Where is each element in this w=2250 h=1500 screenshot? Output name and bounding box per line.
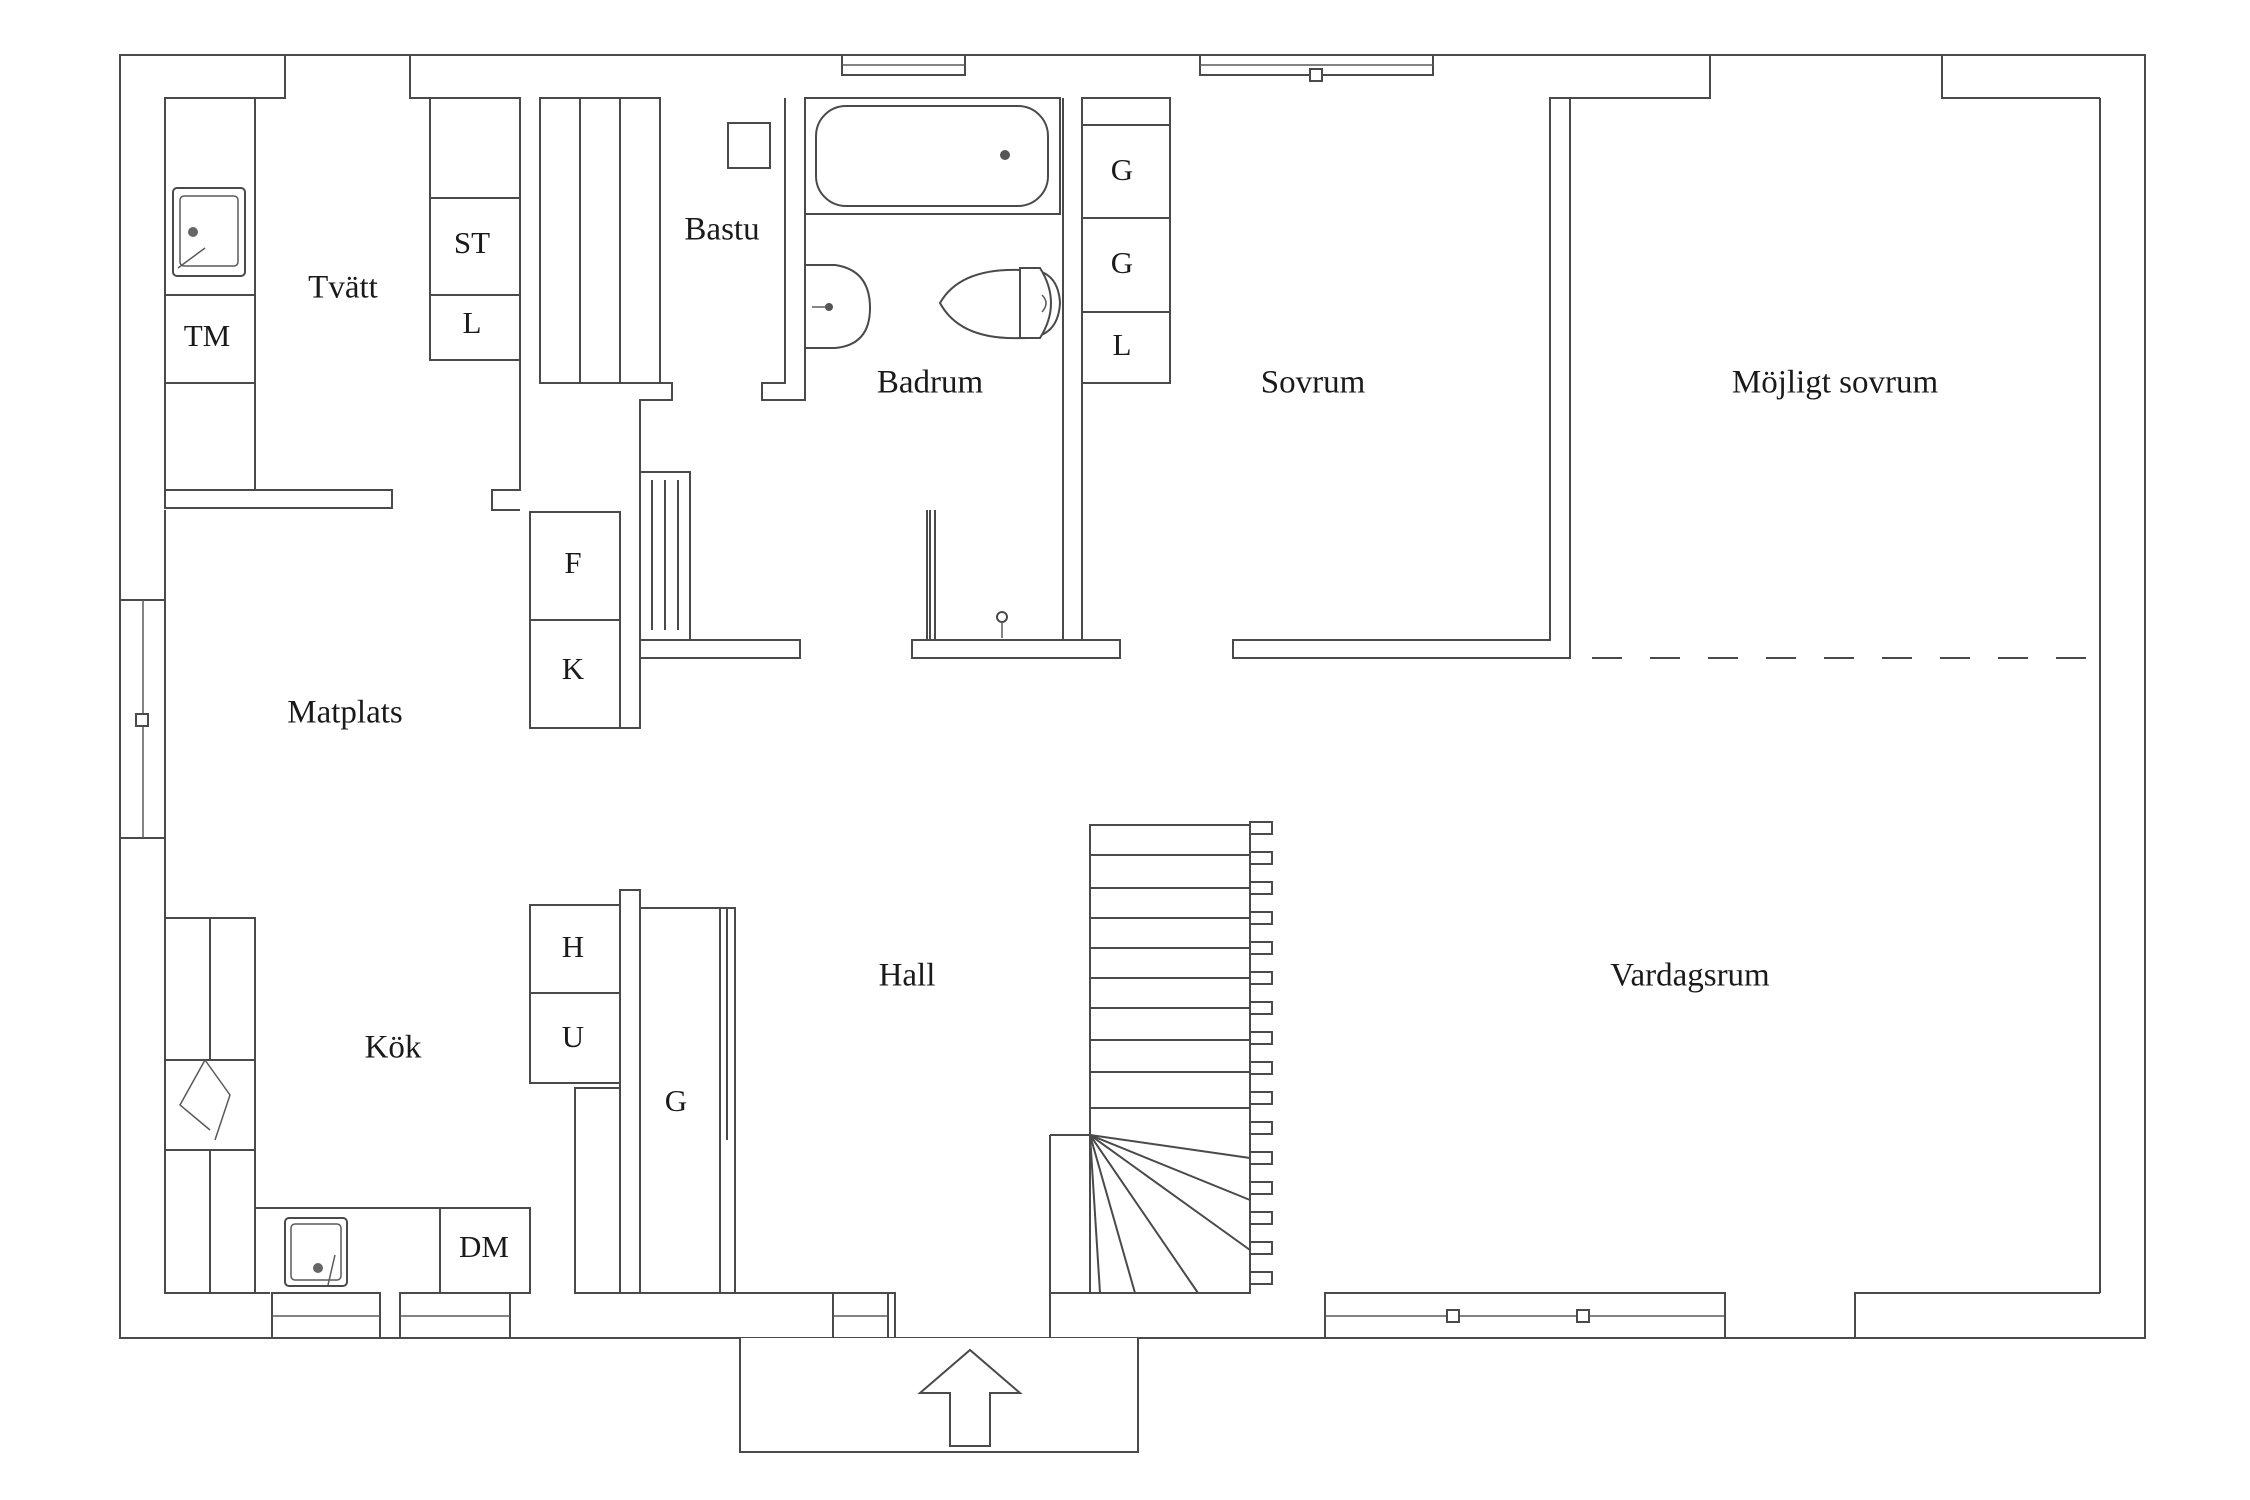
room-label-vardagsrum: Vardagsrum xyxy=(1610,958,1770,994)
stair-railing xyxy=(1249,821,1273,1285)
sinks xyxy=(172,187,348,1287)
label-u: U xyxy=(562,1019,584,1054)
label-tm: TM xyxy=(184,318,231,353)
room-label-tvatt: Tvätt xyxy=(308,270,378,306)
label-g-top: G xyxy=(1111,152,1133,187)
room-label-bastu: Bastu xyxy=(684,212,759,248)
room-label-badrum: Badrum xyxy=(877,365,984,401)
label-f: F xyxy=(564,545,581,580)
sauna-heater-icon xyxy=(727,122,771,169)
label-g-hall: G xyxy=(665,1083,687,1118)
entrance xyxy=(739,1338,1139,1453)
room-label-mojligt-sovrum: Möjligt sovrum xyxy=(1732,365,1939,401)
stair-treads xyxy=(1049,854,1251,1294)
cabinet-labels: TM ST L G G L F K H U G DM xyxy=(184,152,1133,1264)
entrance-arrow-icon xyxy=(917,1348,1023,1447)
label-h: H xyxy=(562,929,584,964)
bathroom-fixtures xyxy=(804,97,1062,640)
stairs xyxy=(1049,821,1273,1294)
label-st: ST xyxy=(454,225,490,260)
label-g-mid: G xyxy=(1111,245,1133,280)
room-label-sovrum: Sovrum xyxy=(1261,365,1366,401)
windows xyxy=(119,54,1726,1339)
stove-icon xyxy=(164,1059,256,1151)
room-labels: Tvätt Bastu Badrum Sovrum Möjligt sovrum… xyxy=(287,212,1938,1066)
cabinets xyxy=(164,97,1171,1294)
kitchen-sink-icon xyxy=(284,1217,348,1287)
label-l-bad: L xyxy=(1113,327,1132,362)
laundry-sink-icon xyxy=(172,187,246,277)
label-k: K xyxy=(562,651,585,686)
sink-icon xyxy=(804,264,872,349)
room-label-matplats: Matplats xyxy=(287,695,402,731)
label-dm: DM xyxy=(459,1229,509,1264)
sauna-benches xyxy=(539,97,771,641)
room-label-hall: Hall xyxy=(879,958,936,994)
label-l-tvatt: L xyxy=(463,305,482,340)
room-label-kok: Kök xyxy=(365,1030,422,1066)
